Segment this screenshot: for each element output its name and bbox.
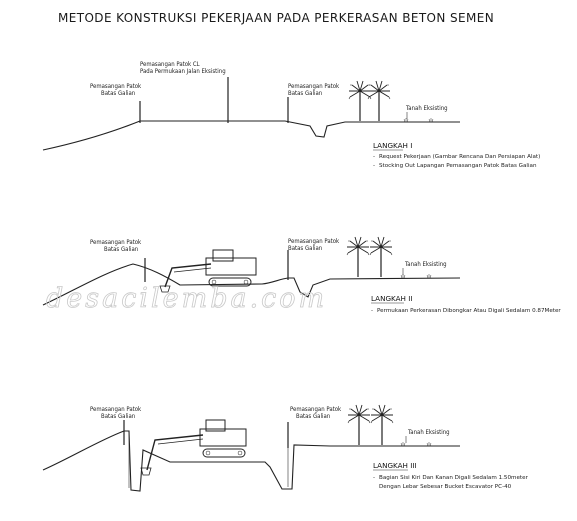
panel-1: Pemasangan Patok Batas Galian Pemasangan…	[42, 61, 540, 169]
panel-1-note-2: Stocking Out Lapangan Pemasangan Patok B…	[379, 163, 537, 169]
panel-1-note-bullet-1: -	[373, 154, 375, 160]
panel-3-label-patok-left-1: Pemasangan Patok	[90, 406, 142, 413]
panel-3-note-2: Dengan Lebar Sebesar Bucket Escavator PC…	[379, 484, 512, 490]
watermark: desacilemba.com	[46, 283, 327, 314]
panel-1-label-tanah: Tanah Eksisting	[405, 105, 448, 112]
panel-2-label-patok-left-1: Pemasangan Patok	[90, 239, 142, 246]
panel-1-tree-left	[348, 80, 372, 122]
panel-2-label-tanah: Tanah Eksisting	[404, 261, 447, 268]
panel-2-tree-left	[346, 236, 370, 278]
panel-1-tree-right	[367, 80, 391, 122]
panel-2-excavator	[159, 249, 257, 293]
panel-1-ground-line	[42, 120, 460, 151]
panel-2-label-patok-left-2: Batas Galian	[104, 246, 138, 253]
panel-2-note-1: Permukaan Perkerasan Dibongkar Atau Diga…	[377, 308, 561, 314]
panel-2-tree-right	[369, 236, 393, 278]
panel-1-label-patok-cl-2: Pada Permukaan Jalan Eksisting	[140, 68, 226, 75]
panel-1-label-patok-right-1: Pemasangan Patok	[288, 83, 340, 90]
panel-3-label-patok-right-1: Pemasangan Patok	[290, 406, 342, 413]
panel-3-tree-left	[347, 404, 371, 446]
panel-3-step-title: LANGKAH III	[373, 461, 417, 470]
panel-3-excavator	[140, 419, 247, 476]
panel-3-label-patok-left-2: Batas Galian	[101, 413, 135, 420]
panel-2-label-patok-right-1: Pemasangan Patok	[288, 238, 340, 245]
diagram-title: METODE KONSTRUKSI PEKERJAAN PADA PERKERA…	[58, 11, 495, 25]
panel-1-note-1: Request Pekerjaan (Gambar Rencana Dan Pe…	[379, 154, 540, 160]
panel-3-label-patok-right-2: Batas Galian	[296, 413, 330, 420]
panel-2-note-bullet-1: -	[371, 308, 373, 314]
panel-1-step-title: LANGKAH I	[373, 141, 412, 150]
panel-1-label-patok-left-2: Batas Galian	[101, 90, 135, 97]
panel-2-step-title: LANGKAH II	[371, 294, 412, 303]
panel-3: Pemasangan Patok Batas Galian Pemasangan…	[42, 404, 529, 492]
panel-2: Pemasangan Patok Batas Galian Pemasangan…	[42, 236, 561, 314]
panel-1-label-patok-right-2: Batas Galian	[288, 90, 322, 97]
panel-3-note-bullet-1: -	[373, 475, 375, 481]
panel-3-label-tanah: Tanah Eksisting	[407, 429, 450, 436]
panel-3-note-1: Bagian Sisi Kiri Dan Kanan Digali Sedala…	[379, 475, 529, 481]
panel-3-tree-right	[370, 404, 394, 446]
panel-1-label-patok-left-1: Pemasangan Patok	[90, 83, 142, 90]
panel-1-label-patok-cl-1: Pemasangan Patok CL	[140, 61, 200, 68]
panel-2-label-patok-right-2: Batas Galian	[288, 245, 322, 252]
panel-1-note-bullet-2: -	[373, 163, 375, 169]
